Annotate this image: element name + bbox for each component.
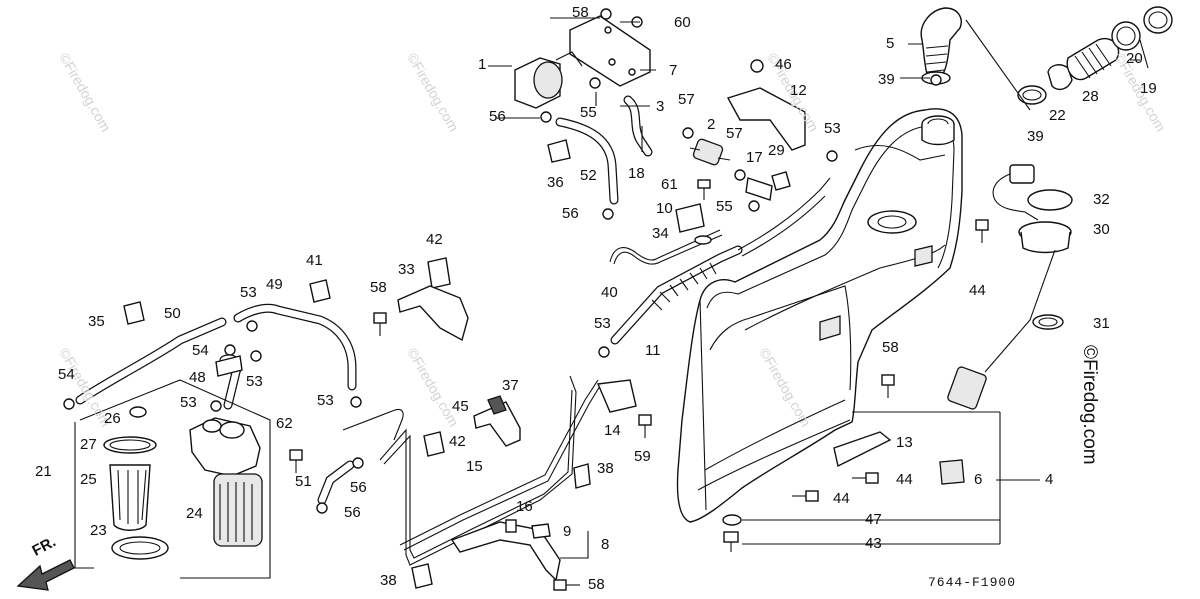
part-callout-44a[interactable]: 44 bbox=[969, 282, 986, 299]
fuel-sender-assembly bbox=[947, 164, 1073, 410]
leader-lines bbox=[74, 17, 1149, 579]
part-callout-59[interactable]: 59 bbox=[634, 448, 651, 465]
part-callout-42a[interactable]: 42 bbox=[426, 231, 443, 248]
part-callout-4[interactable]: 4 bbox=[1045, 471, 1054, 488]
part-callout-58a[interactable]: 58 bbox=[572, 4, 589, 21]
part-callout-44b[interactable]: 44 bbox=[896, 471, 913, 488]
part-callout-15[interactable]: 15 bbox=[466, 458, 483, 475]
part-callout-6[interactable]: 6 bbox=[974, 471, 983, 488]
part-callout-1[interactable]: 1 bbox=[478, 56, 487, 73]
part-callout-12[interactable]: 12 bbox=[790, 82, 807, 99]
part-callout-49[interactable]: 49 bbox=[266, 276, 283, 293]
part-callout-60[interactable]: 60 bbox=[674, 14, 691, 31]
part-callout-21[interactable]: 21 bbox=[35, 463, 52, 480]
part-callout-31[interactable]: 31 bbox=[1093, 315, 1110, 332]
part-callout-42b[interactable]: 42 bbox=[449, 433, 466, 450]
part-callout-53b[interactable]: 53 bbox=[594, 315, 611, 332]
part-callout-18[interactable]: 18 bbox=[628, 165, 645, 182]
part-callout-16[interactable]: 16 bbox=[516, 498, 533, 515]
part-callout-55a[interactable]: 55 bbox=[580, 104, 597, 121]
part-callout-45[interactable]: 45 bbox=[452, 398, 469, 415]
part-callout-25[interactable]: 25 bbox=[80, 471, 97, 488]
part-callout-57b[interactable]: 57 bbox=[726, 125, 743, 142]
part-callout-38b[interactable]: 38 bbox=[380, 572, 397, 589]
part-callout-58c[interactable]: 58 bbox=[882, 339, 899, 356]
part-callout-33[interactable]: 33 bbox=[398, 261, 415, 278]
part-callout-37[interactable]: 37 bbox=[502, 377, 519, 394]
part-callout-11[interactable]: 11 bbox=[645, 342, 661, 359]
part-callout-54a[interactable]: 54 bbox=[192, 342, 209, 359]
part-callout-52[interactable]: 52 bbox=[580, 167, 597, 184]
part-callout-40[interactable]: 40 bbox=[601, 284, 618, 301]
part-callout-14[interactable]: 14 bbox=[604, 422, 621, 439]
part-callout-56a[interactable]: 56 bbox=[489, 108, 506, 125]
part-callout-35[interactable]: 35 bbox=[88, 313, 105, 330]
part-callout-39b[interactable]: 39 bbox=[1027, 128, 1044, 145]
bolts bbox=[289, 219, 989, 591]
part-callout-62[interactable]: 62 bbox=[276, 415, 293, 432]
part-callout-47[interactable]: 47 bbox=[865, 511, 882, 528]
part-callout-20[interactable]: 20 bbox=[1126, 50, 1143, 67]
part-callout-58d[interactable]: 58 bbox=[588, 576, 605, 593]
part-callout-53a[interactable]: 53 bbox=[824, 120, 841, 137]
part-callout-10[interactable]: 10 bbox=[656, 200, 673, 217]
part-callout-29[interactable]: 29 bbox=[768, 142, 785, 159]
valve-assembly bbox=[514, 8, 806, 151]
part-callout-13[interactable]: 13 bbox=[896, 434, 913, 451]
part-callout-3[interactable]: 3 bbox=[656, 98, 665, 115]
part-callout-55b[interactable]: 55 bbox=[716, 198, 733, 215]
part-callout-54b[interactable]: 54 bbox=[58, 366, 75, 383]
part-callout-61[interactable]: 61 bbox=[661, 176, 678, 193]
part-callout-19[interactable]: 19 bbox=[1140, 80, 1157, 97]
clamps-and-fittings bbox=[63, 74, 965, 589]
fuel-strainer-assembly bbox=[103, 406, 263, 560]
part-callout-8[interactable]: 8 bbox=[601, 536, 610, 553]
part-callout-51[interactable]: 51 bbox=[295, 473, 312, 490]
part-callout-56d[interactable]: 56 bbox=[344, 504, 361, 521]
part-callout-39a[interactable]: 39 bbox=[878, 71, 895, 88]
part-callout-53f[interactable]: 53 bbox=[317, 392, 334, 409]
part-callout-5[interactable]: 5 bbox=[886, 35, 895, 52]
front-direction-arrow bbox=[16, 559, 75, 591]
part-callout-48[interactable]: 48 bbox=[189, 369, 206, 386]
part-callout-41[interactable]: 41 bbox=[306, 252, 323, 269]
part-callout-28[interactable]: 28 bbox=[1082, 88, 1099, 105]
part-callout-30[interactable]: 30 bbox=[1093, 221, 1110, 238]
part-callout-32[interactable]: 32 bbox=[1093, 191, 1110, 208]
part-callout-34[interactable]: 34 bbox=[652, 225, 669, 242]
part-callout-46[interactable]: 46 bbox=[775, 56, 792, 73]
part-callout-22[interactable]: 22 bbox=[1049, 107, 1066, 124]
part-callout-53c[interactable]: 53 bbox=[240, 284, 257, 301]
part-callout-26[interactable]: 26 bbox=[104, 410, 121, 427]
part-callout-53d[interactable]: 53 bbox=[246, 373, 263, 390]
part-callout-38a[interactable]: 38 bbox=[597, 460, 614, 477]
part-callout-58b[interactable]: 58 bbox=[370, 279, 387, 296]
part-callout-57a[interactable]: 57 bbox=[678, 91, 695, 108]
diagram-code: 7644-F1900 bbox=[928, 575, 1017, 590]
part-callout-56c[interactable]: 56 bbox=[350, 479, 367, 496]
part-callout-44c[interactable]: 44 bbox=[833, 490, 850, 507]
part-callout-23[interactable]: 23 bbox=[90, 522, 107, 539]
part-callout-53e[interactable]: 53 bbox=[180, 394, 197, 411]
part-callout-9[interactable]: 9 bbox=[563, 523, 572, 540]
part-callout-56b[interactable]: 56 bbox=[562, 205, 579, 222]
part-callout-50[interactable]: 50 bbox=[164, 305, 181, 322]
part-callout-36[interactable]: 36 bbox=[547, 174, 564, 191]
part-callout-17[interactable]: 17 bbox=[746, 149, 763, 166]
part-callout-43[interactable]: 43 bbox=[865, 535, 882, 552]
fuel-tank bbox=[676, 108, 963, 523]
part-callout-2[interactable]: 2 bbox=[707, 116, 716, 133]
part-callout-27[interactable]: 27 bbox=[80, 436, 97, 453]
part-callout-24[interactable]: 24 bbox=[186, 505, 203, 522]
watermark-vertical: ©Firedog.com bbox=[1079, 345, 1100, 465]
part-callout-7[interactable]: 7 bbox=[669, 62, 678, 79]
